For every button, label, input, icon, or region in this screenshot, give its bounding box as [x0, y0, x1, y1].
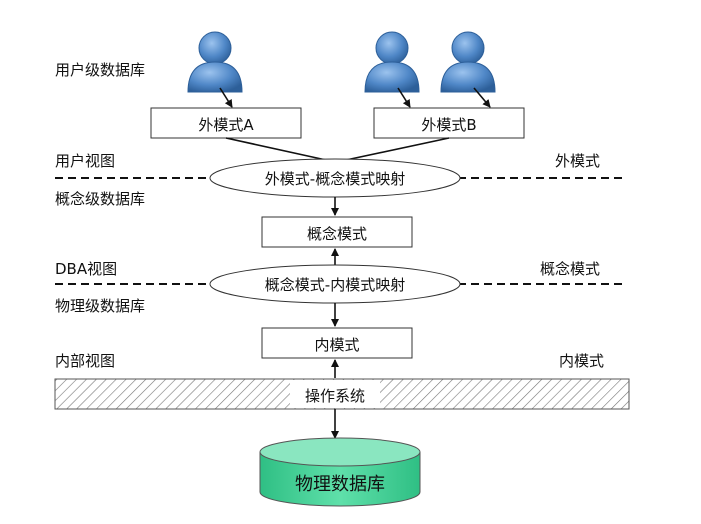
internal-schema-label: 内模式: [559, 352, 605, 370]
arrow: [473, 87, 491, 108]
external-schema-b-text: 外模式B: [421, 116, 477, 134]
user-icon: [364, 31, 420, 93]
external-schema-a-text: 外模式A: [198, 116, 254, 134]
user-icon: [440, 31, 496, 93]
user-level-db-label: 用户级数据库: [55, 61, 146, 79]
conceptual-schema-box: [261, 216, 413, 248]
conceptual-internal-mapping-text: 概念模式-内模式映射: [264, 276, 406, 294]
conceptual-schema-text: 概念模式: [306, 225, 367, 243]
internal-view-label: 内部视图: [55, 352, 116, 370]
internal-schema-box: [261, 327, 413, 359]
arrow: [397, 87, 411, 108]
external-schema-a-box: [150, 107, 302, 139]
user-view-label: 用户视图: [55, 152, 116, 170]
concept-level-db-label: 概念级数据库: [55, 190, 146, 208]
connector-line: [345, 137, 450, 161]
conceptual-schema-label: 概念模式: [540, 260, 601, 278]
physical-database-cylinder: [259, 437, 421, 507]
external-schema-b-box: [373, 107, 525, 139]
os-text: 操作系统: [304, 387, 365, 405]
dba-view-label: DBA视图: [55, 260, 118, 278]
arrow: [219, 87, 233, 108]
external-schema-label: 外模式: [555, 152, 601, 170]
internal-schema-text: 内模式: [314, 336, 360, 354]
os-label-bg: [290, 380, 380, 408]
user-icon: [187, 31, 243, 93]
physical-database-text: 物理数据库: [295, 474, 385, 495]
external-conceptual-mapping-text: 外模式-概念模式映射: [264, 170, 406, 188]
physical-level-db-label: 物理级数据库: [55, 297, 146, 315]
connector-line: [225, 137, 327, 161]
